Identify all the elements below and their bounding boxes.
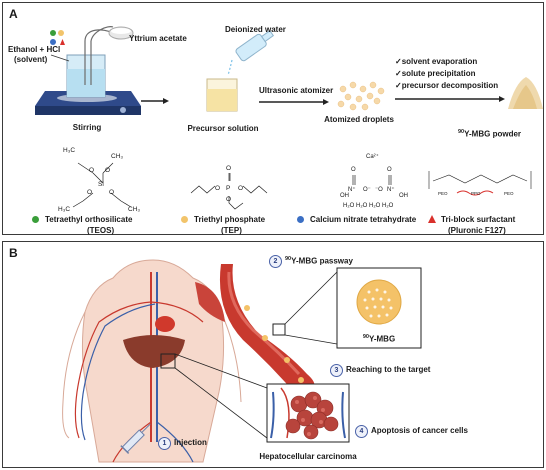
- droplets-label: Atomized droplets: [324, 115, 394, 124]
- teos-atom: H₃C: [58, 206, 71, 213]
- cn-atom: N⁺: [348, 187, 356, 193]
- inset-label: 90Y-MBG: [362, 334, 396, 344]
- cn-atom: OH: [340, 193, 349, 199]
- powder-pile-icon: [508, 77, 543, 109]
- atomizer-label: Ultrasonic atomizer: [259, 86, 334, 95]
- water-flask-icon: [227, 30, 275, 76]
- tumor-box: [266, 383, 350, 443]
- panel-b-artwork: [62, 259, 422, 463]
- solvent-label: (solvent): [14, 55, 48, 64]
- calcium-nitrate-structure: [352, 175, 392, 185]
- tep-abbr: (TEP): [221, 226, 242, 235]
- step-1-number: 1: [158, 437, 171, 450]
- hcc-label: Hepatocellular carcinoma: [259, 452, 357, 461]
- teos-abbr: (TEOS): [87, 226, 115, 235]
- step-3-label: Reaching to the target: [346, 365, 431, 374]
- tep-atom: O: [238, 185, 244, 192]
- panel-a-artwork: [35, 26, 543, 210]
- precursor-beaker-icon: [206, 78, 238, 112]
- cn-atom: OH: [399, 193, 408, 199]
- teos-structure: [72, 162, 132, 208]
- calcium-nitrate-name: Calcium nitrate tetrahydrate: [310, 215, 417, 224]
- tep-atom: O: [215, 185, 221, 192]
- teos-atom: H₃C: [63, 147, 76, 154]
- teos-atom: CH₃: [111, 153, 124, 160]
- panel-a-label: A: [9, 7, 18, 21]
- step-4-number: 4: [355, 425, 368, 438]
- teos-atom: O: [105, 167, 111, 174]
- cn-atom: N⁺: [387, 187, 395, 193]
- step-precursor-decomposition: ✓precursor decomposition: [395, 81, 499, 90]
- yttrium-label: Yttrium acetate: [129, 34, 187, 43]
- stirring-label: Stirring: [72, 123, 102, 132]
- f127-abbr: (Pluronic F127): [448, 226, 506, 235]
- human-torso-icon: [62, 259, 242, 463]
- product-label: 90Y-MBG powder: [458, 129, 522, 139]
- cn-atom: O: [387, 167, 392, 173]
- inset-box: [284, 267, 422, 349]
- yttrium-bowl-icon: [108, 26, 134, 40]
- f127-block: PEO: [438, 191, 448, 196]
- cn-water: H₂O H₂O H₂O H₂O: [343, 203, 394, 209]
- calcium-nitrate-dot-icon: [297, 216, 304, 223]
- blood-vessel-icon: [219, 264, 315, 393]
- step-1-label: Injection: [174, 438, 207, 447]
- cn-atom: Ca²⁺: [366, 154, 379, 160]
- teos-atom: O: [89, 167, 95, 174]
- syringe-icon: [120, 423, 151, 454]
- cn-atom: ⁻O: [375, 187, 383, 193]
- tep-dot-icon: [181, 216, 188, 223]
- f127-structure: [428, 171, 532, 196]
- ethanol-label: Ethanol + HCl: [8, 45, 61, 54]
- teos-atom: O: [87, 189, 93, 196]
- f127-name: Tri-block surfactant: [441, 215, 516, 224]
- cn-atom: O: [351, 167, 356, 173]
- step-solute-precipitation: ✓solute precipitation: [395, 69, 476, 78]
- beaker-icon: [66, 26, 114, 98]
- f127-block: PPO: [471, 191, 481, 196]
- droplets-icon: [337, 81, 385, 111]
- step-3-number: 3: [330, 364, 343, 377]
- f127-triangle-icon: [428, 215, 436, 223]
- step-solvent-evaporation: ✓solvent evaporation: [395, 57, 478, 66]
- tep-atom: O: [226, 165, 232, 172]
- panel-b: B: [2, 241, 544, 468]
- teos-name: Tetraethyl orthosilicate: [45, 215, 133, 224]
- teos-dot-icon: [32, 216, 39, 223]
- precursor-label: Precursor solution: [187, 124, 259, 133]
- cn-atom: O⁻: [363, 187, 371, 193]
- f127-block: PEO: [504, 191, 514, 196]
- tep-atom: O: [226, 196, 232, 203]
- panel-a: A: [2, 2, 544, 235]
- step-4-label: Apoptosis of cancer cells: [371, 426, 468, 435]
- step-2-label: 90Y-MBG passway: [285, 256, 353, 266]
- teos-atom: CH₃: [128, 206, 141, 213]
- teos-atom: O: [109, 189, 115, 196]
- tep-structure: [190, 173, 268, 210]
- tep-name: Triethyl phosphate: [194, 215, 266, 224]
- step-2-number: 2: [269, 255, 282, 268]
- tep-atom: P: [226, 185, 231, 192]
- teos-atom: Si: [98, 181, 104, 188]
- panel-b-label: B: [9, 246, 18, 260]
- water-label: Deionized water: [225, 25, 286, 34]
